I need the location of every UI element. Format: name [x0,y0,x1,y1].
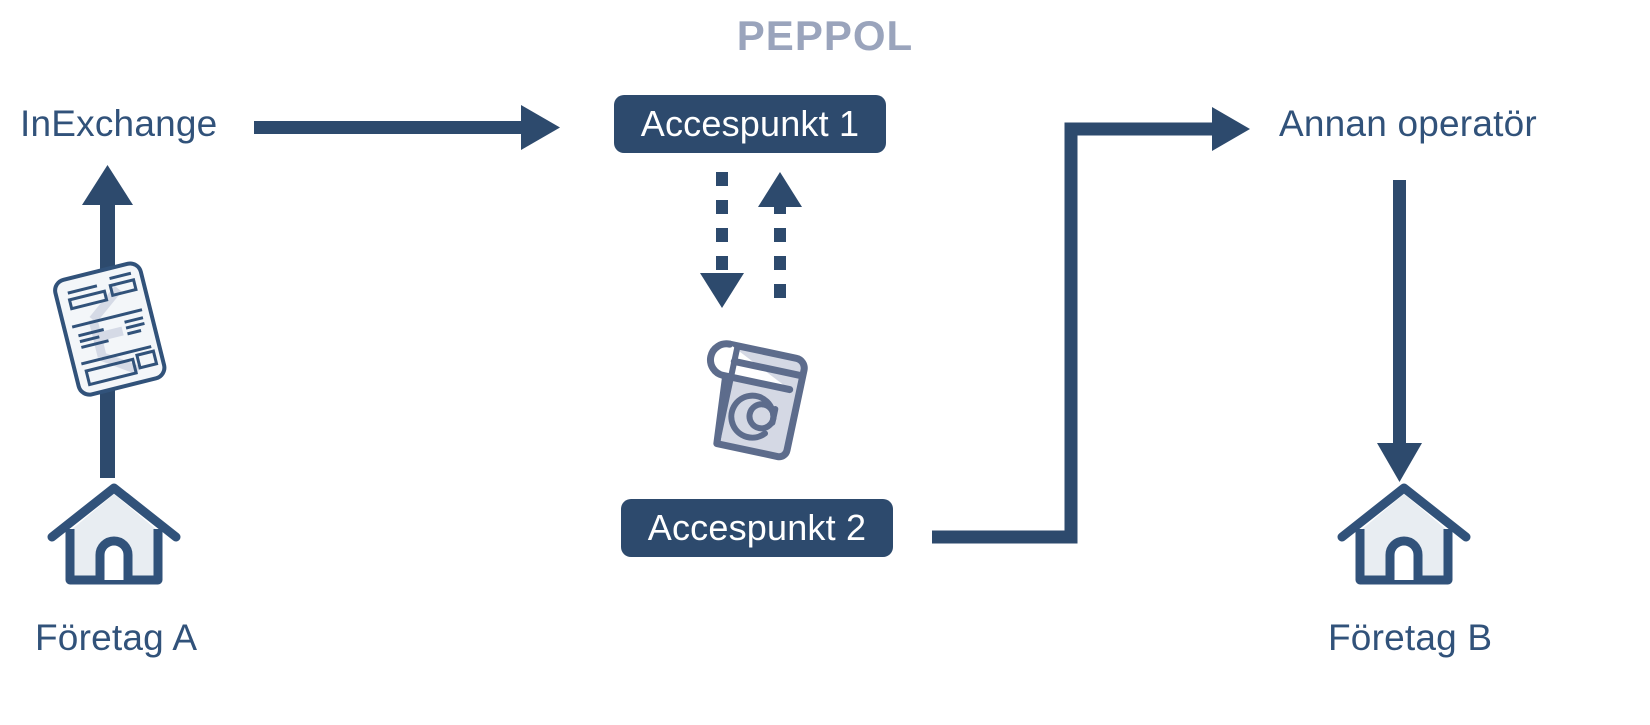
dashed-arrow-up-icon [758,172,802,308]
arrow-down-icon [1377,180,1422,482]
node-label-inexchange: InExchange [20,103,218,144]
access-point-1-box: Accespunkt 1 [614,95,886,153]
house-icon [1337,483,1471,585]
node-label-annan-operator: Annan operatör [1279,103,1537,144]
invoice-document-icon [53,261,167,397]
house-icon [47,483,181,585]
peppol-title: PEPPOL [736,12,914,59]
dashed-arrow-down-icon [700,172,744,308]
access-point-2-box: Accespunkt 2 [621,499,893,557]
elbow-arrow-right-icon [932,107,1250,544]
node-label-foretag-b: Företag B [1328,617,1493,658]
address-book-icon [706,340,808,461]
node-label-foretag-a: Företag A [35,617,198,658]
arrow-right-icon [254,105,560,150]
